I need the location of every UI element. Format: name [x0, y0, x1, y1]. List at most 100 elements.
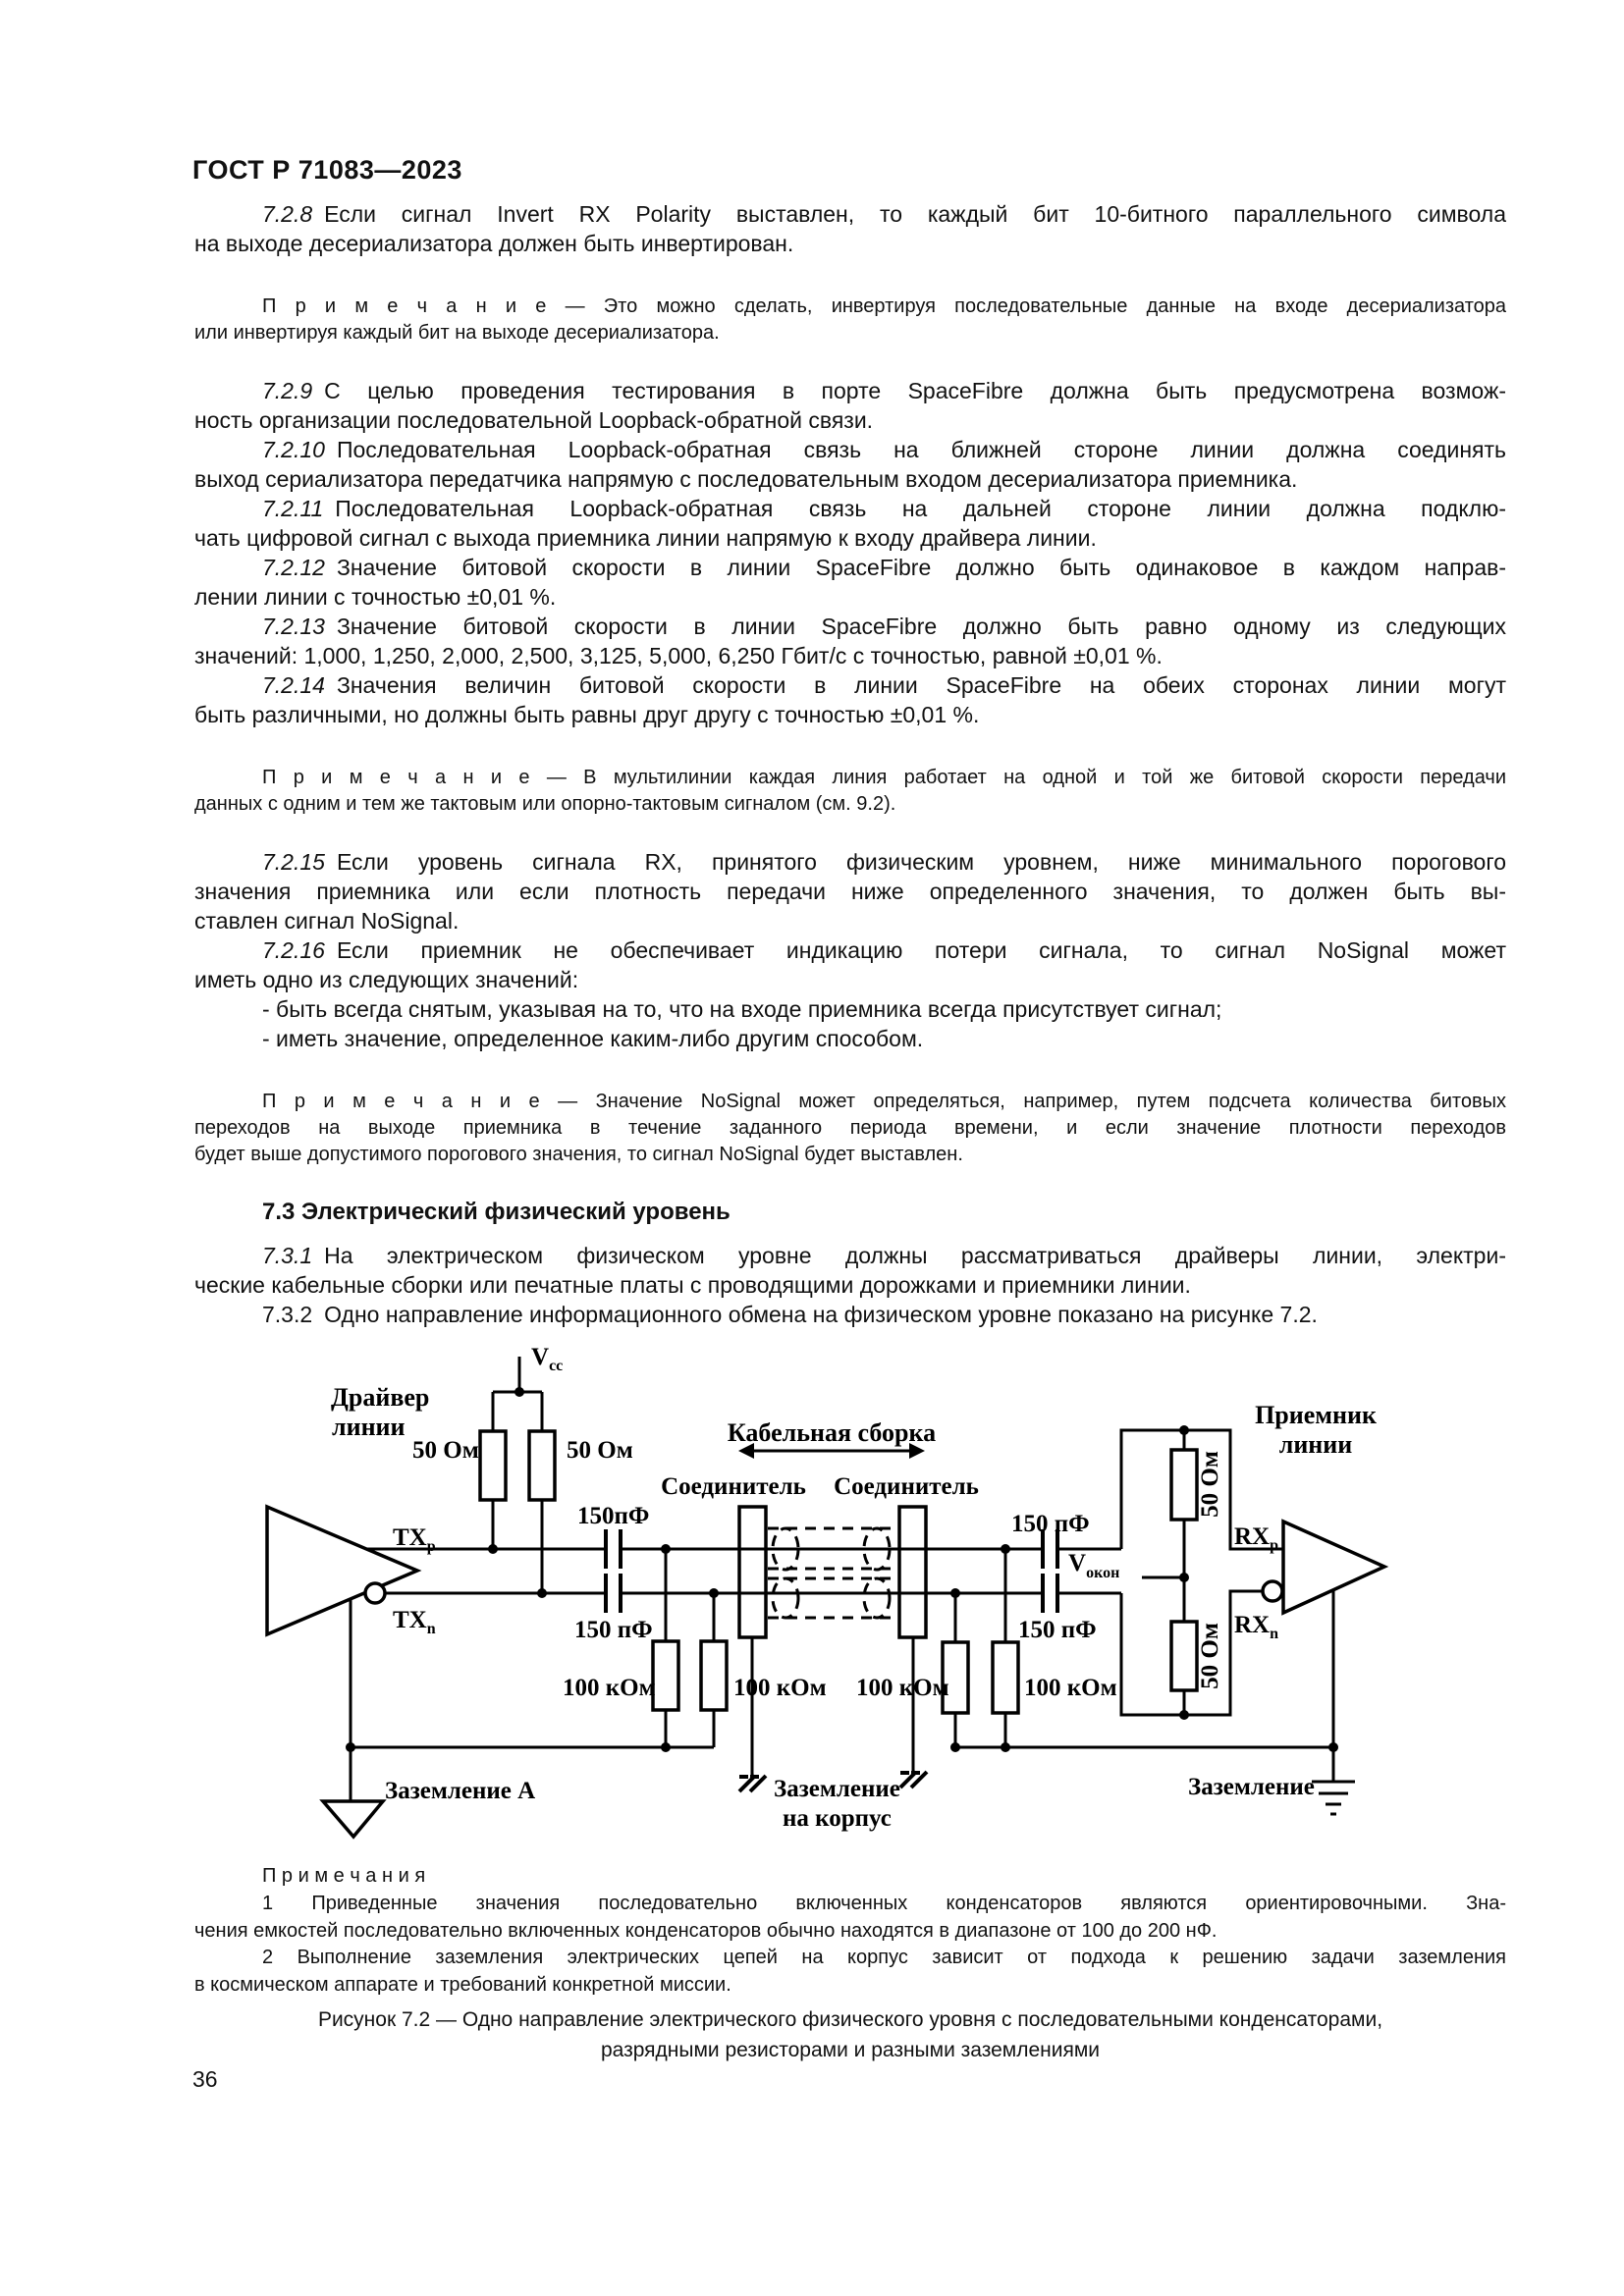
connector-left-label: Соединитель: [661, 1473, 806, 1500]
text-line: быть различными, но должны быть равны др…: [194, 702, 980, 727]
text-line: на выходе десериализатора должен быть ин…: [194, 231, 794, 256]
ground-right-label: Заземление: [1188, 1774, 1315, 1800]
clause-number: 7.3.1: [262, 1243, 313, 1268]
vcc-label: Vcc: [531, 1344, 563, 1374]
driver-label-line1: Драйвер: [331, 1383, 429, 1412]
r50-term-top-label: 50 Ом: [1197, 1451, 1223, 1518]
earth-ground-symbol: [1312, 1780, 1355, 1816]
clause-number: 7.2.10: [262, 437, 325, 462]
line-receiver-symbol: [1261, 1519, 1389, 1616]
doc-header: ГОСТ Р 71083—2023: [192, 155, 462, 185]
figure-7-2-schematic: Драйвер линии Vcc 50 Ом 50 Ом TXp TXn 15…: [265, 1344, 1389, 1840]
cap-rxp-label: 150 пФ: [1011, 1511, 1090, 1537]
figure-note-line: 2 Выполнение заземления электрических це…: [262, 1947, 1506, 1968]
page-number: 36: [192, 2066, 218, 2092]
resistor-100kohm-3: [941, 1640, 970, 1715]
ground-a-symbol: [319, 1799, 387, 1840]
note-block: П р и м е ч а н и е — Это можно сделать,…: [194, 294, 1506, 347]
receiver-inversion-bubble: [1261, 1579, 1284, 1603]
figure-notes-title: П р и м е ч а н и я: [262, 1865, 426, 1887]
paragraph: - быть всегда снятым, указывая на то, чт…: [194, 994, 1506, 1024]
clause-number: 7.2.13: [262, 614, 325, 639]
r100-3-label: 100 кОм: [856, 1675, 949, 1701]
text-line: иметь одно из следующих значений:: [194, 967, 579, 992]
text-line: П р и м е ч а н и е — Это можно сделать,…: [262, 295, 1506, 317]
r50-right-label: 50 Ом: [567, 1437, 633, 1464]
paragraph: - иметь значение, определенное каким-либ…: [194, 1024, 1506, 1053]
receiver-label-line1: Приемник: [1255, 1401, 1377, 1429]
text-line: лении линии с точностью ±0,01 %.: [194, 584, 557, 610]
text-line: значения приемника или если плотность пе…: [194, 879, 1506, 904]
receiver-label-line2: линии: [1279, 1430, 1353, 1459]
figure-caption-line1: Рисунок 7.2 — Одно направление электриче…: [317, 2008, 1383, 2031]
rxn-label: RXn: [1234, 1612, 1278, 1642]
figure-notes: П р и м е ч а н и я 1 Приведенные значен…: [194, 1861, 1506, 1999]
r100-4-label: 100 кОм: [1024, 1675, 1117, 1701]
section-heading: 7.3 Электрический физический уровень: [262, 1199, 731, 1225]
resistor-100kohm-1: [651, 1639, 680, 1712]
clause-number: 7.2.16: [262, 937, 325, 963]
wires: [349, 1357, 1335, 1801]
figure-caption: Рисунок 7.2 — Одно направление электриче…: [194, 2004, 1506, 2065]
vterm-label: Vокон: [1068, 1550, 1119, 1581]
text-line: данных с одним и тем же тактовым или опо…: [194, 793, 896, 815]
figure-caption-line2: разрядными резисторами и разными заземле…: [600, 2039, 1101, 2061]
resistor-50ohm-right: [527, 1429, 557, 1502]
clause-number: 7.2.9: [262, 378, 313, 403]
clause-number: 7.2.11: [262, 496, 324, 521]
driver-inversion-bubble: [363, 1581, 387, 1605]
driver-label-line2: линии: [332, 1413, 406, 1441]
resistor-50ohm-term-top: [1169, 1448, 1199, 1522]
text-line: выход сериализатора передатчика напрямую…: [194, 466, 1298, 492]
clause-number: 7.2.14: [262, 672, 325, 698]
text-line: - быть всегда снятым, указывая на то, чт…: [262, 996, 1222, 1022]
chassis-ground-label-line1: Заземление: [774, 1776, 900, 1802]
text-line: будет выше допустимого порогового значен…: [194, 1144, 963, 1165]
connector-left-body: [737, 1505, 768, 1639]
resistor-50ohm-term-bottom: [1169, 1620, 1199, 1692]
text-line: ставлен сигнал NoSignal.: [194, 908, 460, 934]
text-line: значений: 1,000, 1,250, 2,000, 2,500, 3,…: [194, 643, 1163, 668]
junction-dots: [346, 1387, 1338, 1752]
resistor-100kohm-4: [991, 1640, 1020, 1715]
text-line: ческие кабельные сборки или печатные пла…: [194, 1272, 1191, 1298]
cable-shield-dashed: [768, 1526, 898, 1620]
clause-number: 7.2.12: [262, 555, 325, 580]
connector-right-body: [897, 1505, 928, 1639]
text-line: ность организации последовательной Loopb…: [194, 407, 874, 433]
line-driver-symbol: [265, 1504, 422, 1637]
note-block: П р и м е ч а н и е — Значение NoSignal …: [194, 1089, 1506, 1168]
r100-2-label: 100 кОм: [733, 1675, 827, 1701]
connector-right-label: Соединитель: [834, 1473, 979, 1500]
txp-label: TXp: [393, 1524, 436, 1555]
cap-txp-label: 150пФ: [577, 1503, 649, 1529]
cable-assembly-label: Кабельная сборка: [728, 1418, 936, 1447]
r50-term-bottom-label: 50 Ом: [1197, 1623, 1223, 1689]
text-line: П р и м е ч а н и е — Значение NoSignal …: [262, 1091, 1506, 1112]
text-line: П р и м е ч а н и е — В мультилинии кажд…: [262, 767, 1506, 788]
cap-rxn-label: 150 пФ: [1018, 1617, 1097, 1643]
figure-note-line: в космическом аппарате и требований конк…: [194, 1973, 731, 1996]
note-block: П р и м е ч а н и е — В мультилинии кажд…: [194, 765, 1506, 818]
rxp-label: RXp: [1234, 1523, 1278, 1554]
cap-txn-label: 150 пФ: [574, 1617, 653, 1643]
text-line: переходов на выходе приемника в течение …: [194, 1117, 1506, 1139]
